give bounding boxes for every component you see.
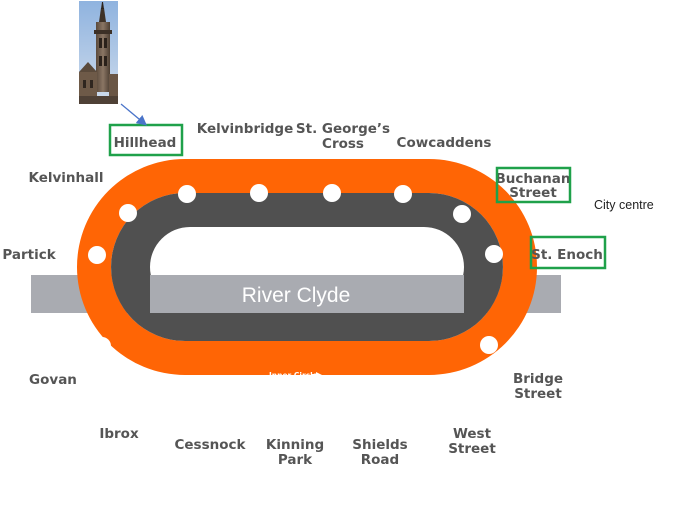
station-label-cowcaddens: Cowcaddens bbox=[397, 135, 492, 151]
station-dot-kinning-park[interactable] bbox=[287, 385, 305, 403]
station-dot-govan[interactable] bbox=[93, 337, 111, 355]
station-label-kinning-park-line2: Park bbox=[278, 452, 313, 468]
station-dot-kelvinhall[interactable] bbox=[119, 204, 137, 222]
station-dot-st-enoch[interactable] bbox=[485, 245, 503, 263]
station-dot-cessnock[interactable] bbox=[210, 385, 228, 403]
station-label-partick: Partick bbox=[2, 247, 56, 263]
highlight-box-st-enoch bbox=[529, 235, 607, 270]
station-label-st-enoch: St. Enoch bbox=[531, 247, 603, 263]
station-dot-buchanan-street[interactable] bbox=[453, 205, 471, 223]
station-label-ibrox: Ibrox bbox=[99, 426, 139, 442]
station-label-buchanan-street-line1: Buchanan bbox=[496, 171, 571, 187]
inner-circle-arrow-icon bbox=[311, 372, 322, 378]
outer-circle-arrow-icon bbox=[269, 411, 280, 417]
station-label-kinning-park-line1: Kinning bbox=[266, 437, 324, 453]
station-dots bbox=[88, 184, 503, 403]
station-label-hillhead: Hillhead bbox=[114, 135, 177, 151]
station-dot-st-georges-cross[interactable] bbox=[323, 184, 341, 202]
station-label-kelvinhall: Kelvinhall bbox=[28, 170, 103, 186]
city-centre-note: City centre bbox=[594, 198, 654, 212]
station-dot-hillhead[interactable] bbox=[178, 185, 196, 203]
station-label-shields-road-line2: Road bbox=[361, 452, 399, 468]
station-dot-bridge-street[interactable] bbox=[480, 336, 498, 354]
station-label-buchanan-street-line2: Street bbox=[509, 185, 557, 201]
river-label: River Clyde bbox=[242, 284, 351, 307]
highlight-box-buchanan-street bbox=[495, 166, 572, 204]
station-dot-partick[interactable] bbox=[88, 246, 106, 264]
outer-circle-label: Outer Circle bbox=[282, 410, 333, 419]
inner-circle-label: Inner Circle bbox=[269, 371, 318, 380]
river-band-center bbox=[150, 275, 464, 313]
station-dot-ibrox[interactable] bbox=[143, 377, 161, 395]
university-tower-photo bbox=[79, 1, 118, 104]
station-label-west-street-line1: West bbox=[453, 426, 492, 442]
inner-circle-track bbox=[111, 193, 503, 341]
station-dot-shields-road[interactable] bbox=[363, 385, 381, 403]
station-label-bridge-street-line2: Street bbox=[514, 386, 562, 402]
station-dot-west-street[interactable] bbox=[433, 376, 451, 394]
station-label-bridge-street-line1: Bridge bbox=[513, 371, 563, 387]
station-dot-cowcaddens[interactable] bbox=[394, 185, 412, 203]
station-label-cessnock: Cessnock bbox=[174, 437, 246, 453]
station-label-shields-road-line1: Shields bbox=[352, 437, 407, 453]
station-label-kelvinbridge: Kelvinbridge bbox=[197, 121, 293, 137]
station-dot-kelvinbridge[interactable] bbox=[250, 184, 268, 202]
station-label-west-street-line2: Street bbox=[448, 441, 496, 457]
station-label-govan: Govan bbox=[29, 372, 77, 388]
photo-pointer-arrow bbox=[120, 103, 147, 126]
station-label-st-georges-cross-line2: Cross bbox=[322, 136, 364, 152]
station-label-st-georges-cross-line1: St. George’s bbox=[296, 121, 390, 137]
